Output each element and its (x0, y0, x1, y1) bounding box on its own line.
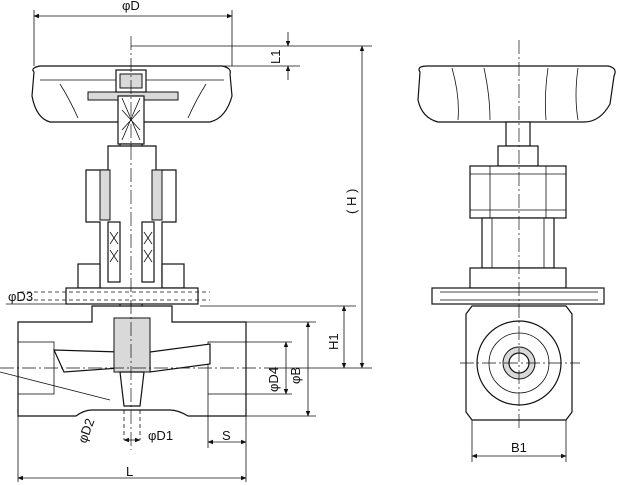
valve-body-right (465, 305, 573, 421)
valve-body-left (17, 305, 247, 440)
label-phi-d2: φD2 (75, 416, 98, 445)
label-phi-d3: φD3 (8, 289, 33, 304)
stem-collar-right (497, 145, 539, 167)
label-phi-d4: φD4 (266, 367, 281, 392)
label-s: S (222, 428, 231, 443)
bonnet-body-right (431, 217, 605, 305)
label-phi-b: φB (288, 367, 303, 384)
label-phi-d: φD (122, 0, 140, 13)
bonnet-left (20, 145, 210, 305)
bonnet-nut-right (469, 165, 567, 219)
side-view: B1 (417, 40, 616, 462)
stem-right (505, 121, 531, 147)
d2-leader-line (0, 371, 111, 401)
handwheel-right (417, 65, 616, 123)
label-phi-d1: φD1 (148, 428, 173, 443)
label-l: L (126, 464, 133, 479)
label-l1: L1 (268, 50, 283, 64)
label-h: ( H ) (344, 189, 359, 214)
label-b1: B1 (511, 440, 527, 455)
label-h1: H1 (326, 333, 341, 350)
dimension-lines-left (6, 10, 372, 482)
sectional-view: φD L1 ( H ) φD3 H1 φD4 φB φD2 φD1 S L (0, 0, 372, 482)
